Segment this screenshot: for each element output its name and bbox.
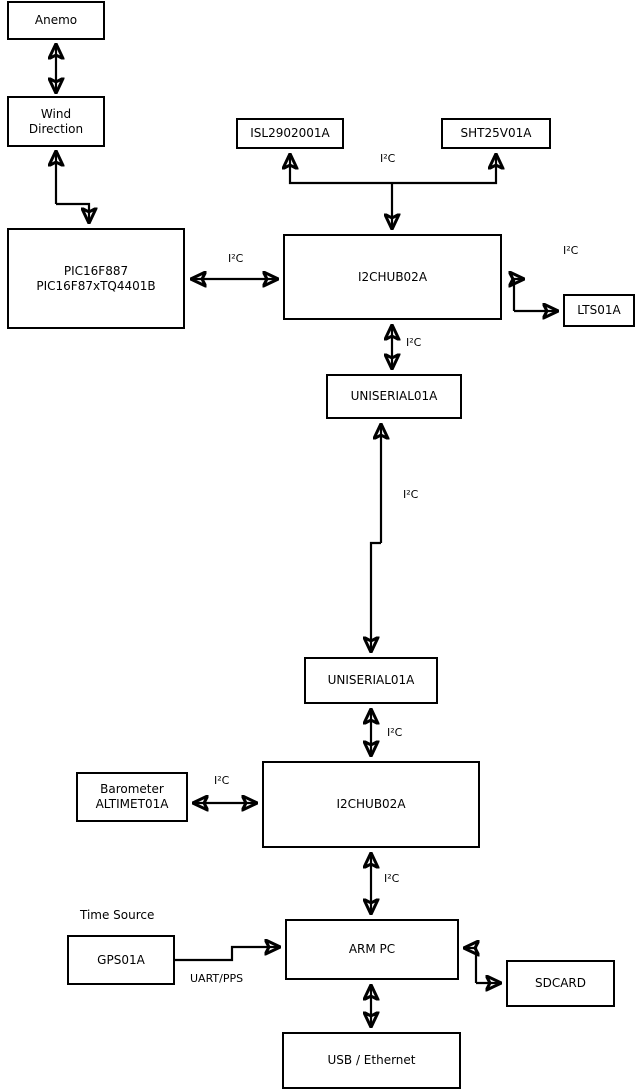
node-barometer-altimet01a-label: Barometer ALTIMET01A (95, 782, 169, 811)
node-sdcard-label: SDCARD (534, 976, 587, 990)
node-uniserial01a-top-label: UNISERIAL01A (350, 389, 438, 403)
node-arm-pc[interactable]: ARM PC (285, 919, 459, 980)
wire-uniserial1-to-uniserial2 (371, 541, 381, 651)
node-uniserial01a-bottom-label: UNISERIAL01A (327, 673, 415, 687)
label-time-source: Time Source (80, 908, 155, 922)
node-pic-mcu[interactable]: PIC16F887 PIC16F87xTQ4401B (7, 228, 185, 329)
node-usb-ethernet[interactable]: USB / Ethernet (282, 1032, 461, 1089)
wire-hubtop-to-sht (392, 155, 496, 185)
node-lts01a-label: LTS01A (577, 303, 621, 317)
node-barometer-altimet01a[interactable]: Barometer ALTIMET01A (76, 772, 188, 822)
edge-label-uart-pps: UART/PPS (190, 972, 244, 985)
edge-label-i2c-sensor-bus: I²C (380, 152, 396, 165)
node-isl2902001a-label: ISL2902001A (250, 126, 330, 140)
node-anemo[interactable]: Anemo (7, 1, 105, 40)
node-uniserial01a-top[interactable]: UNISERIAL01A (326, 374, 462, 419)
node-gps01a-label: GPS01A (97, 952, 145, 967)
node-wind-direction[interactable]: Wind Direction (7, 96, 105, 147)
wire-hubtop-to-isl (290, 155, 392, 185)
node-i2chub02a-bottom[interactable]: I2CHUB02A (262, 761, 480, 848)
edge-label-i2c-hub-armpc: I²C (384, 872, 400, 885)
node-i2chub02a-bottom-label: I2CHUB02A (336, 797, 406, 811)
node-isl2902001a[interactable]: ISL2902001A (236, 118, 344, 149)
node-gps01a[interactable]: GPS01A (67, 935, 175, 985)
node-sht25v01a-label: SHT25V01A (460, 126, 532, 140)
edge-label-i2c-uniserial-link: I²C (403, 488, 419, 501)
node-pic-mcu-label: PIC16F887 PIC16F87xTQ4401B (36, 263, 156, 293)
node-sht25v01a[interactable]: SHT25V01A (441, 118, 551, 149)
edge-label-i2c-pic-hub: I²C (228, 252, 244, 265)
wire-sdcard-to-armpc (465, 948, 476, 983)
node-anemo-label: Anemo (34, 13, 78, 27)
wire-gps-armpc (175, 947, 279, 962)
node-i2chub02a-top[interactable]: I2CHUB02A (283, 234, 502, 320)
node-arm-pc-label: ARM PC (348, 942, 396, 956)
wire-winddir-pic-step (56, 202, 89, 222)
node-i2chub02a-top-label: I2CHUB02A (357, 269, 428, 284)
wire-lts-to-hubtop (514, 279, 523, 311)
edge-label-i2c-lts: I²C (563, 244, 579, 257)
node-sdcard[interactable]: SDCARD (506, 960, 615, 1007)
node-uniserial01a-bottom[interactable]: UNISERIAL01A (304, 657, 438, 704)
node-wind-direction-label: Wind Direction (28, 106, 84, 136)
node-lts01a[interactable]: LTS01A (563, 294, 635, 327)
edge-label-i2c-hub-uniserial: I²C (406, 336, 422, 349)
edge-label-i2c-uniserial-hub-bottom: I²C (387, 726, 403, 739)
edge-label-i2c-barometer: I²C (214, 774, 230, 787)
node-usb-ethernet-label: USB / Ethernet (327, 1053, 416, 1067)
